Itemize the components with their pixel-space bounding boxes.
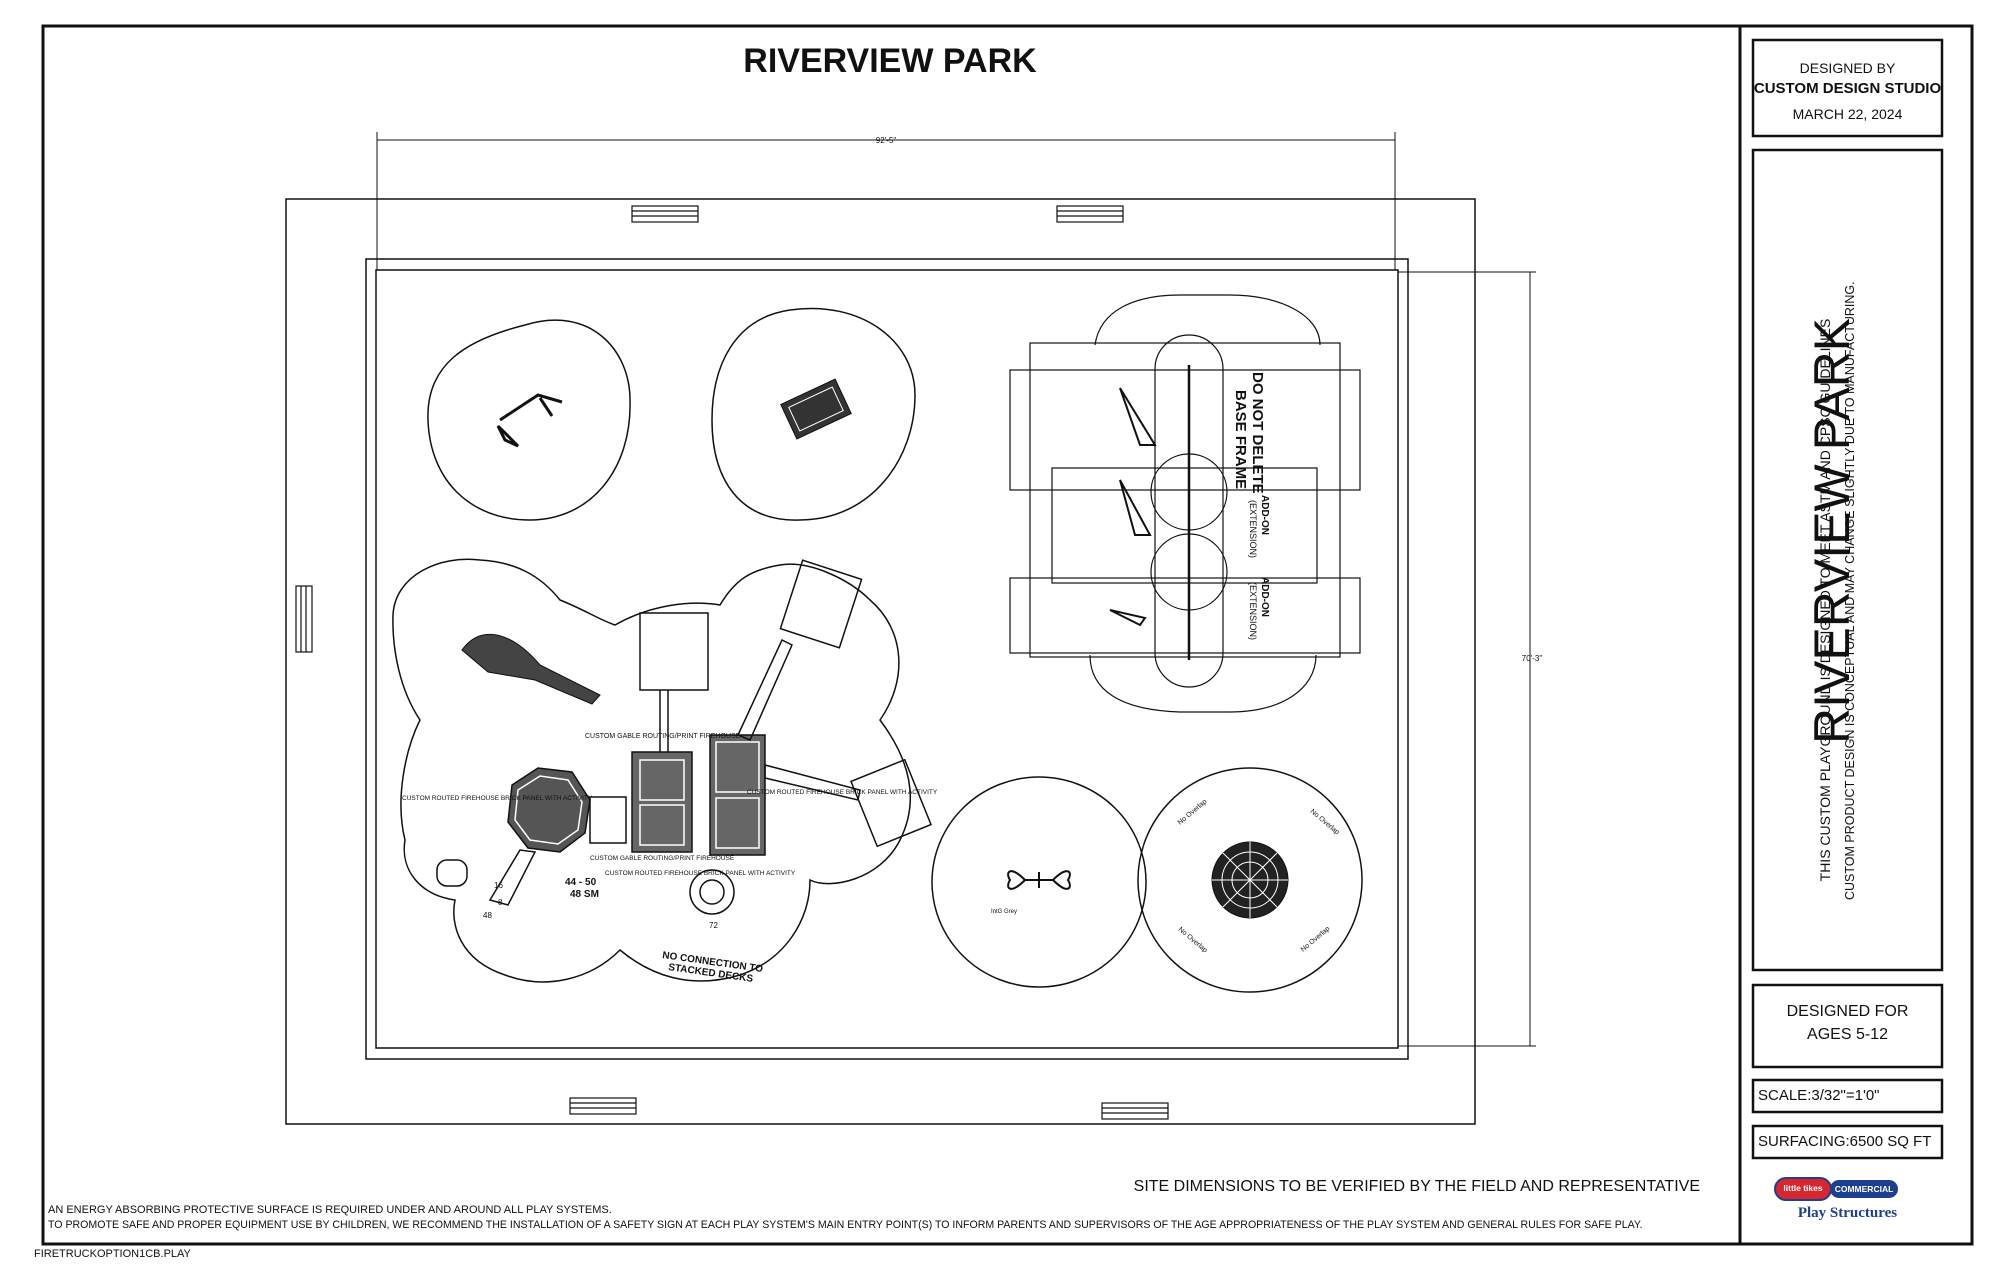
deck-height-label: 48 SM bbox=[570, 889, 599, 900]
drawing-scale: SCALE:3/32"=1'0" bbox=[1758, 1087, 1880, 1104]
title-block bbox=[1751, 38, 1944, 1160]
logo-commercial-text: COMMERCIAL bbox=[1834, 1184, 1894, 1194]
firehouse-left-label: CUSTOM ROUTED FIREHOUSE BRICK PANEL WITH… bbox=[402, 795, 593, 802]
activity-panel-icon bbox=[780, 378, 852, 440]
dimension-height-label: 70'-3" bbox=[1522, 654, 1543, 663]
logo-brand-text: little tikes bbox=[1783, 1183, 1823, 1193]
deck-height-label: 16 bbox=[494, 881, 503, 890]
seesaw-icon bbox=[1007, 870, 1071, 890]
guideline-line-1: THIS CUSTOM PLAYGROUND IS DESIGNED TO ME… bbox=[1817, 318, 1833, 882]
site-boundary bbox=[285, 198, 1476, 1125]
brick-bottom-label: CUSTOM ROUTED FIREHOUSE BRICK PANEL WITH… bbox=[605, 870, 796, 877]
spring-rider-icon bbox=[496, 393, 563, 448]
play-zone-spinner bbox=[1137, 767, 1363, 993]
designed-for-label: DESIGNED FOR bbox=[1786, 1003, 1909, 1020]
guideline-line-2: CUSTOM PRODUCT DESIGN IS CONCEPTUAL AND … bbox=[1843, 281, 1857, 900]
surfacing-area: SURFACING:6500 SQ FT bbox=[1758, 1133, 1932, 1150]
swing-add-on-2: ADD-ON bbox=[1259, 577, 1270, 617]
play-zone-spring-rider bbox=[427, 319, 631, 521]
brand-logo bbox=[1774, 1177, 1898, 1201]
bench-icon bbox=[295, 205, 1169, 1120]
play-zone-main-structure bbox=[392, 558, 912, 983]
swing-zone bbox=[1009, 294, 1361, 713]
dimension-width bbox=[376, 132, 1396, 270]
swing-base-frame: BASE FRAME bbox=[1232, 390, 1249, 489]
spinner-icon bbox=[1211, 841, 1289, 919]
deck-height-label: 48 bbox=[483, 911, 492, 920]
deck-height-label: 72 bbox=[709, 921, 718, 930]
site-dimensions-note: SITE DIMENSIONS TO BE VERIFIED BY THE FI… bbox=[1133, 1178, 1700, 1195]
gable-bottom-label: CUSTOM GABLE ROUTING/PRINT FIREHOUSE bbox=[590, 855, 735, 862]
design-date: MARCH 22, 2024 bbox=[1792, 106, 1903, 122]
drawing-border bbox=[41, 24, 1974, 1246]
logo-subtitle: Play Structures bbox=[1797, 1205, 1898, 1221]
seesaw-label: IntG Grey bbox=[991, 909, 1017, 915]
main-structure-decks bbox=[436, 559, 932, 915]
firehouse-right-label: CUSTOM ROUTED FIREHOUSE BRICK PANEL WITH… bbox=[747, 789, 938, 796]
swing-extension-1: (EXTENSION) bbox=[1248, 500, 1258, 558]
play-zone-activity-panel bbox=[711, 307, 916, 521]
designed-by-label: DESIGNED BY bbox=[1799, 60, 1896, 76]
dimension-width-label: 92'-5" bbox=[876, 136, 897, 145]
file-name: FIRETRUCKOPTION1CB.PLAY bbox=[34, 1248, 191, 1260]
deck-height-label: 8 bbox=[498, 898, 503, 907]
plan-title: RIVERVIEW PARK bbox=[743, 42, 1037, 80]
firehouse-top-label: CUSTOM GABLE ROUTING/PRINT FIREHOUSE bbox=[585, 733, 741, 740]
safety-note: TO PROMOTE SAFE AND PROPER EQUIPMENT USE… bbox=[48, 1219, 1643, 1231]
swing-extension-2: (EXTENSION) bbox=[1248, 582, 1258, 640]
designer-name: CUSTOM DESIGN STUDIO bbox=[1753, 80, 1942, 97]
surface-note: AN ENERGY ABSORBING PROTECTIVE SURFACE I… bbox=[48, 1204, 612, 1216]
dimension-height bbox=[1398, 271, 1536, 1047]
play-zone-seesaw bbox=[931, 776, 1147, 988]
age-range: AGES 5-12 bbox=[1807, 1026, 1888, 1043]
swing-do-not-delete: DO NOT DELETE bbox=[1249, 372, 1266, 494]
deck-height-label: 44 - 50 bbox=[565, 877, 597, 888]
swing-add-on-1: ADD-ON bbox=[1259, 495, 1270, 535]
